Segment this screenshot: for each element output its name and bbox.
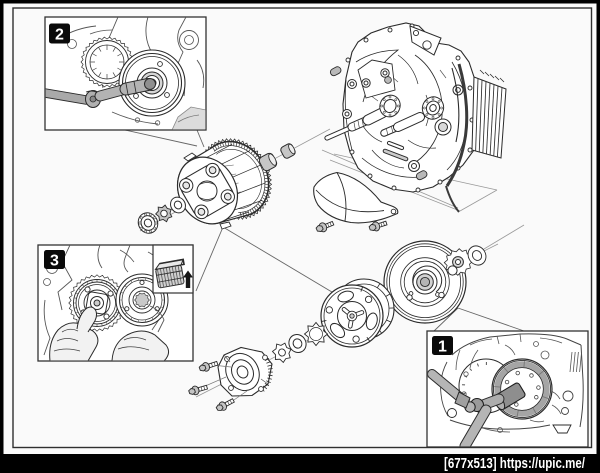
svg-text:[677x513] https://upic.me/: [677x513] https://upic.me/ <box>444 456 585 472</box>
svg-text:3: 3 <box>50 253 59 270</box>
svg-text:1: 1 <box>438 339 447 356</box>
svg-text:2: 2 <box>55 27 64 44</box>
